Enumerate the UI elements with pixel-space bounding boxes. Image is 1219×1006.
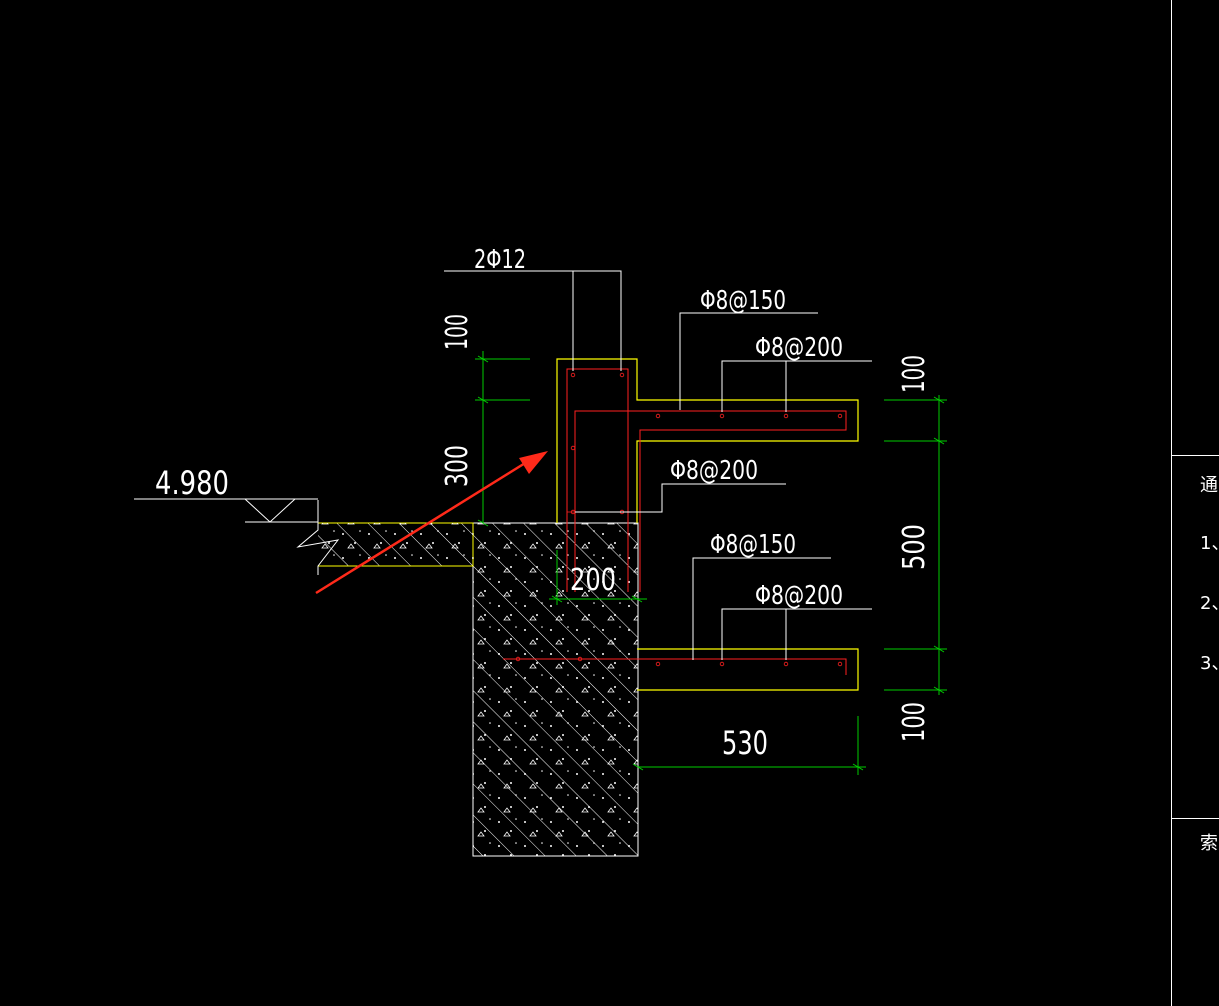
dim-bottom-width: 530	[722, 724, 768, 762]
label-upper-bar-150: Φ8@150	[700, 286, 786, 316]
leader-lines	[134, 270, 872, 660]
panel-item-1: 1、	[1200, 533, 1219, 554]
panel-footer: 索	[1200, 833, 1218, 854]
label-lower-bar-150: Φ8@150	[710, 530, 796, 560]
concrete-column	[472, 522, 639, 857]
panel-divider-top	[1172, 455, 1219, 456]
rebar	[503, 368, 847, 675]
label-stirrup-200: Φ8@200	[670, 456, 758, 486]
title-block-panel: 通 1、 2、 3、 索	[1171, 0, 1219, 1006]
label-top-bars: 2Φ12	[474, 245, 526, 275]
concrete-outline	[556, 358, 859, 691]
panel-divider-bottom	[1172, 818, 1219, 819]
dim-left-mid: 300	[440, 445, 475, 487]
dim-col-width: 200	[570, 563, 616, 598]
panel-item-2: 2、	[1200, 593, 1219, 614]
dim-right-mid: 500	[897, 524, 932, 570]
elevation-value: 4.980	[155, 464, 229, 502]
dim-left-top: 100	[440, 314, 475, 350]
panel-header: 通	[1200, 475, 1218, 496]
floor-slab	[296, 500, 474, 575]
panel-item-3: 3、	[1200, 653, 1219, 674]
annotation-arrow	[315, 451, 548, 595]
label-lower-bar-200: Φ8@200	[755, 581, 843, 611]
break-line	[296, 500, 340, 575]
dim-right-bottom: 100	[897, 702, 932, 742]
label-upper-bar-200: Φ8@200	[755, 333, 843, 363]
dim-right-top: 100	[897, 355, 932, 393]
dimension-lines	[475, 351, 947, 775]
